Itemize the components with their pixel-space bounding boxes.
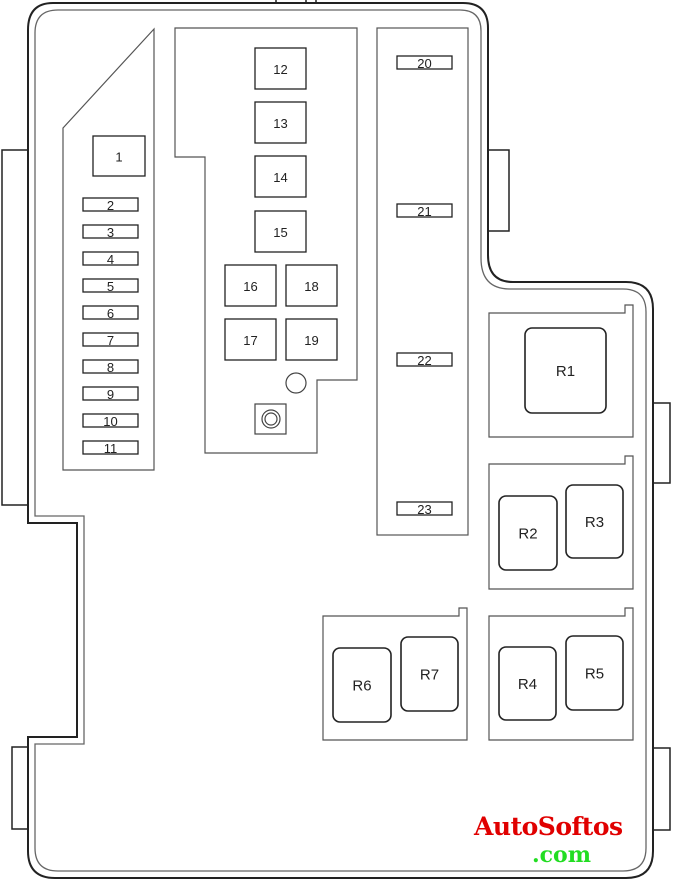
tab-right-lower bbox=[653, 747, 671, 831]
fuse-label-13: 13 bbox=[273, 116, 287, 131]
housing-outer-outline bbox=[27, 2, 654, 879]
fuse-label-15: 15 bbox=[273, 225, 287, 240]
fuse-label-7: 7 bbox=[107, 333, 114, 348]
bolt-terminal bbox=[254, 403, 287, 435]
mounting-hole bbox=[285, 372, 307, 394]
tab-top bbox=[275, 0, 317, 3]
relay-label-r6: R6 bbox=[352, 678, 371, 695]
tab-right-middle bbox=[653, 402, 671, 484]
relay-label-r5: R5 bbox=[585, 666, 604, 683]
fuse-17 bbox=[224, 318, 277, 361]
relay-label-r4: R4 bbox=[518, 676, 537, 693]
fuse-3 bbox=[82, 224, 139, 239]
left-fuse-module bbox=[62, 27, 155, 471]
fuse-6 bbox=[82, 305, 139, 320]
fuse-label-8: 8 bbox=[107, 360, 114, 375]
fuse-13 bbox=[254, 101, 307, 144]
relay-module-r6-r7 bbox=[322, 607, 468, 741]
fuse-10 bbox=[82, 413, 139, 428]
relay-label-r7: R7 bbox=[420, 667, 439, 684]
relay-module-r1 bbox=[488, 304, 634, 438]
fuse-label-3: 3 bbox=[107, 225, 114, 240]
fuse-label-22: 22 bbox=[417, 353, 431, 368]
mounting-hardware bbox=[254, 372, 307, 435]
relay-r7 bbox=[400, 636, 459, 712]
relay-label-r1: R1 bbox=[556, 363, 575, 380]
center-fuse-module bbox=[174, 27, 358, 454]
relay-r1 bbox=[524, 327, 607, 414]
fuse-label-16: 16 bbox=[243, 279, 257, 294]
relay-r6 bbox=[332, 647, 392, 723]
fuse-label-4: 4 bbox=[107, 252, 114, 267]
fuse-15 bbox=[254, 210, 307, 253]
fuse-label-10: 10 bbox=[103, 414, 117, 429]
fuse-14 bbox=[254, 155, 307, 198]
relay-module-r2-r3 bbox=[488, 455, 634, 590]
fuse-8 bbox=[82, 359, 139, 374]
right-fuse-strip bbox=[376, 27, 469, 536]
fuse-4 bbox=[82, 251, 139, 266]
bolt-inner-icon bbox=[264, 412, 278, 426]
tab-right-upper bbox=[488, 149, 510, 232]
fuse-label-1: 1 bbox=[115, 150, 122, 165]
fuse-label-2: 2 bbox=[107, 198, 114, 213]
tab-left-lower bbox=[11, 746, 28, 830]
fuse-label-20: 20 bbox=[417, 56, 431, 71]
fuse-label-11: 11 bbox=[104, 441, 118, 456]
fuse-label-17: 17 bbox=[243, 333, 257, 348]
fuse-21 bbox=[396, 203, 453, 218]
fuse-11 bbox=[82, 440, 139, 455]
fuse-1 bbox=[92, 135, 146, 177]
fuse-label-14: 14 bbox=[273, 170, 287, 185]
fuse-16 bbox=[224, 264, 277, 307]
fuse-18 bbox=[285, 264, 338, 307]
fuse-label-18: 18 bbox=[304, 279, 318, 294]
watermark-suffix: .com bbox=[532, 842, 592, 868]
watermark-name: AutoSoftos bbox=[474, 812, 623, 841]
relay-r3 bbox=[565, 484, 624, 559]
fuse-label-12: 12 bbox=[273, 62, 287, 77]
fuse-22 bbox=[396, 352, 453, 367]
fuse-2 bbox=[82, 197, 139, 212]
relay-r5 bbox=[565, 635, 624, 711]
bolt-icon bbox=[261, 409, 281, 429]
fuse-label-21: 21 bbox=[417, 204, 431, 219]
fuse-7 bbox=[82, 332, 139, 347]
housing-inner-outline bbox=[34, 9, 647, 872]
fuse-12 bbox=[254, 47, 307, 90]
relay-r2 bbox=[498, 495, 558, 571]
fuse-20 bbox=[396, 55, 453, 70]
relay-module-r4-r5 bbox=[488, 607, 634, 741]
relay-r4 bbox=[498, 646, 557, 721]
fuse-5 bbox=[82, 278, 139, 293]
tab-left-upper bbox=[1, 149, 28, 506]
fuse-9 bbox=[82, 386, 139, 401]
fuse-19 bbox=[285, 318, 338, 361]
fuse-label-6: 6 bbox=[107, 306, 114, 321]
fuse-label-5: 5 bbox=[107, 279, 114, 294]
fuse-label-23: 23 bbox=[417, 502, 431, 517]
fuse-23 bbox=[396, 501, 453, 516]
relay-label-r3: R3 bbox=[585, 514, 604, 531]
fuse-label-9: 9 bbox=[107, 387, 114, 402]
relay-label-r2: R2 bbox=[518, 526, 537, 543]
fuse-label-19: 19 bbox=[304, 333, 318, 348]
